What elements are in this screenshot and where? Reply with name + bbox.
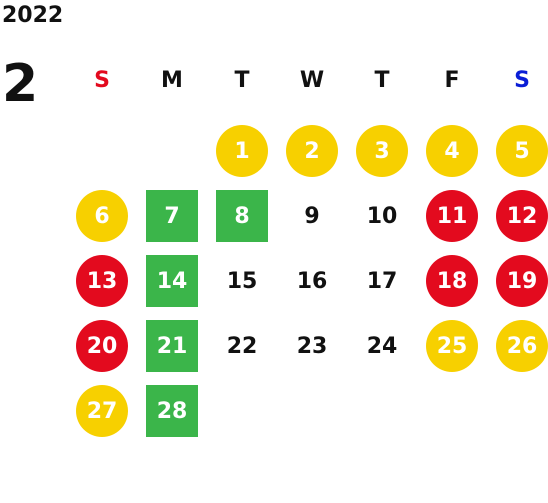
calendar-day[interactable]: 15 [207,254,277,319]
calendar-day[interactable]: 13 [67,254,137,319]
calendar-day[interactable]: 25 [417,319,487,384]
calendar-day-number: 12 [496,190,548,242]
calendar-day-number: 21 [146,320,198,372]
calendar-day[interactable]: 20 [67,319,137,384]
calendar-day[interactable]: 4 [417,124,487,189]
calendar-day-number: 14 [146,255,198,307]
calendar-day-number: 22 [226,333,258,359]
weekday-label: S [94,68,110,93]
calendar-day-number: 13 [76,255,128,307]
calendar-day[interactable]: 1 [207,124,277,189]
calendar-day[interactable]: 2 [277,124,347,189]
calendar-day[interactable]: 14 [137,254,207,319]
calendar-day[interactable]: 28 [137,384,207,449]
calendar-day[interactable]: 7 [137,189,207,254]
calendar-day-number: 10 [366,203,398,229]
calendar-day-number: 19 [496,255,548,307]
calendar-day[interactable]: 16 [277,254,347,319]
calendar-day-number: 6 [76,190,128,242]
calendar-day[interactable]: 6 [67,189,137,254]
calendar-day[interactable]: 12 [487,189,548,254]
calendar-day[interactable]: 9 [277,189,347,254]
calendar-day[interactable]: 21 [137,319,207,384]
weekday-label: M [161,68,183,93]
calendar-day-number: 7 [146,190,198,242]
calendar-day-number: 17 [366,268,398,294]
calendar-day[interactable]: 10 [347,189,417,254]
calendar-day-number: 2 [286,125,338,177]
calendar-day[interactable]: 22 [207,319,277,384]
calendar-day[interactable]: 5 [487,124,548,189]
calendar-day[interactable]: 19 [487,254,548,319]
calendar-day[interactable]: 8 [207,189,277,254]
calendar-day-number: 28 [146,385,198,437]
calendar-day[interactable]: 3 [347,124,417,189]
calendar-day[interactable]: 26 [487,319,548,384]
calendar-day-number: 16 [296,268,328,294]
calendar-day-number: 4 [426,125,478,177]
calendar-day-number: 27 [76,385,128,437]
calendar-day-number: 24 [366,333,398,359]
weekday-label: T [234,68,250,93]
calendar-day-number: 5 [496,125,548,177]
calendar-day-number: 8 [216,190,268,242]
calendar-day[interactable]: 11 [417,189,487,254]
calendar-day-number: 15 [226,268,258,294]
weekday-label: T [374,68,390,93]
calendar-day[interactable]: 17 [347,254,417,319]
calendar-day-number: 23 [296,333,328,359]
calendar-day[interactable]: 24 [347,319,417,384]
calendar-day-number: 20 [76,320,128,372]
weekday-label: W [299,68,325,93]
calendar-day[interactable]: 23 [277,319,347,384]
calendar-day-number: 1 [216,125,268,177]
weekday-label: S [514,68,530,93]
calendar-day[interactable]: 27 [67,384,137,449]
calendar-day-number: 26 [496,320,548,372]
calendar-month: 2 [2,54,39,114]
calendar-day-number: 11 [426,190,478,242]
calendar-day-number: 3 [356,125,408,177]
calendar-year: 2022 [2,3,64,28]
calendar-day-number: 18 [426,255,478,307]
calendar-day[interactable]: 18 [417,254,487,319]
weekday-label: F [444,68,460,93]
calendar-day-number: 25 [426,320,478,372]
calendar-day-number: 9 [304,203,320,229]
